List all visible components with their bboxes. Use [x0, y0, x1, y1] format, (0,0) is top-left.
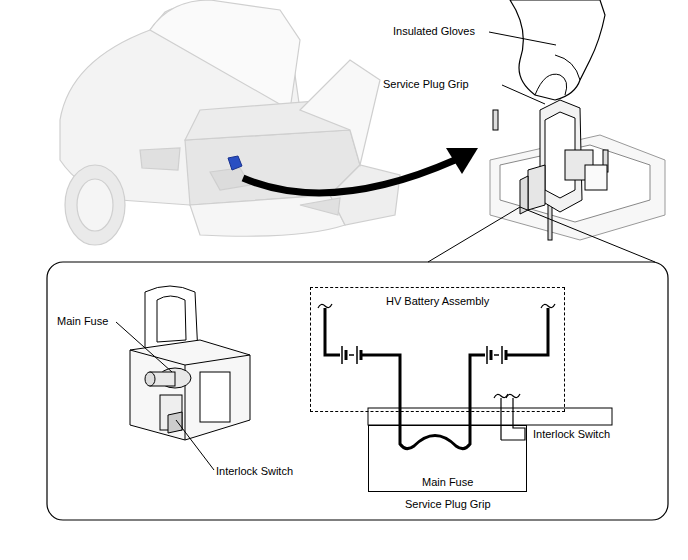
box-title: HV Battery Assembly [386, 295, 489, 308]
box-caption: Service Plug Grip [405, 498, 491, 511]
part-label: Interlock Switch [533, 428, 610, 441]
wire-break [318, 304, 555, 398]
service-plug-component [130, 286, 250, 440]
part-label: Interlock Switch [216, 465, 293, 478]
inset-frame [47, 262, 668, 520]
battery-wiring [325, 308, 548, 449]
battery-assembly-box: HV Battery Assembly [310, 287, 565, 412]
part-label: Service Plug Grip [383, 78, 469, 91]
arrow-head [446, 148, 478, 174]
service-plug-box: Main FuseService Plug Grip [368, 425, 527, 492]
part-label: Insulated Gloves [393, 25, 475, 38]
wire-connector [469, 412, 472, 425]
service-plug-illustration [490, 100, 665, 240]
battery-cell [342, 346, 506, 364]
interlock-switch-symbol [501, 398, 525, 440]
insulated-glove [510, 0, 605, 100]
service-plug-location [228, 156, 242, 170]
pointer-arrow [243, 160, 455, 193]
part-label: Main Fuse [57, 315, 108, 328]
box-title: Main Fuse [422, 476, 473, 489]
car-illustration [60, 0, 400, 245]
wire-connector [399, 412, 402, 425]
interlock-housing [368, 408, 612, 425]
